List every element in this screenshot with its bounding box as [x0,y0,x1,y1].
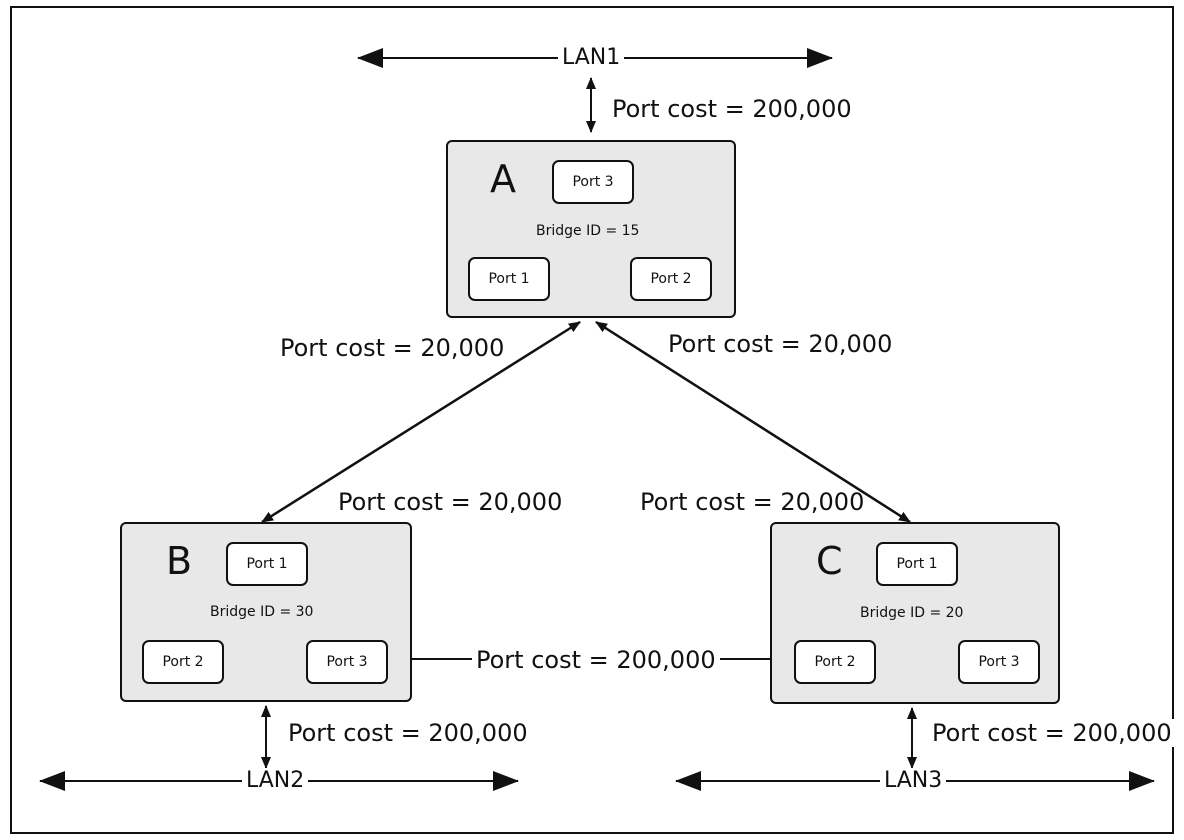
a-to-c-link [595,320,911,524]
cost-b-c: Port cost = 200,000 [472,646,720,674]
bridge-a-port-1: Port 1 [468,257,550,301]
lan1-label: LAN1 [558,45,625,71]
bridge-a-id: Bridge ID = 15 [536,223,640,239]
bridge-b-port-1: Port 1 [226,542,308,586]
cost-c-port1: Port cost = 20,000 [640,488,865,516]
bridge-b-id: Bridge ID = 30 [210,604,314,620]
bridge-c: C Port 1 Bridge ID = 20 Port 2 Port 3 [770,522,1060,704]
cost-b-port1: Port cost = 20,000 [338,488,563,516]
a-to-b-link [261,320,581,524]
cost-lan1-a: Port cost = 200,000 [608,95,856,123]
bridge-c-id: Bridge ID = 20 [860,605,964,621]
bridge-b-name: B [166,539,193,583]
lan2-label: LAN2 [242,768,309,794]
bridge-a-port-2: Port 2 [630,257,712,301]
bridge-c-name: C [816,539,843,583]
bridge-b-port-3: Port 3 [306,640,388,684]
bridge-a-name: A [490,157,516,201]
cost-b-lan2: Port cost = 200,000 [284,719,532,747]
bridge-a: A Port 3 Bridge ID = 15 Port 1 Port 2 [446,140,736,318]
bridge-c-port-2: Port 2 [794,640,876,684]
cost-a-port1: Port cost = 20,000 [280,334,505,362]
bridge-b: B Port 1 Bridge ID = 30 Port 2 Port 3 [120,522,412,702]
bridge-b-port-2: Port 2 [142,640,224,684]
cost-a-port2: Port cost = 20,000 [668,330,893,358]
bridge-a-port-3: Port 3 [552,160,634,204]
bridge-c-port-1: Port 1 [876,542,958,586]
bridge-c-port-3: Port 3 [958,640,1040,684]
cost-c-lan3: Port cost = 200,000 [928,719,1176,747]
lan3-label: LAN3 [880,768,947,794]
